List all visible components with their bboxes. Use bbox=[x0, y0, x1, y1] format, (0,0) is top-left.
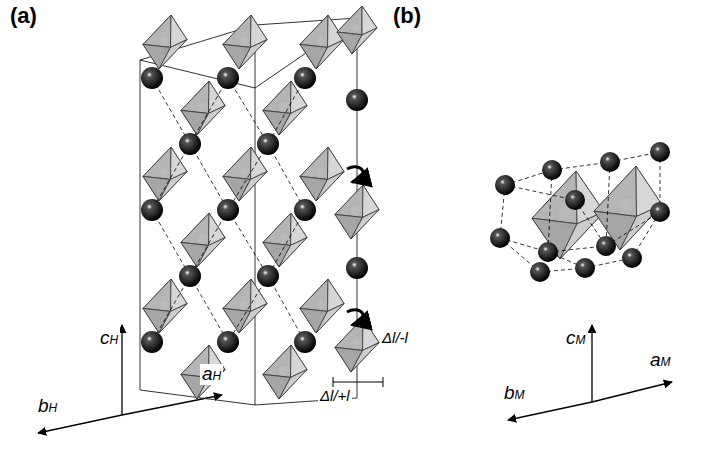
bond-line bbox=[228, 78, 268, 144]
atom bbox=[141, 331, 163, 353]
octahedron bbox=[143, 279, 187, 333]
octahedron bbox=[300, 279, 344, 333]
bond-line bbox=[190, 78, 228, 144]
octahedron bbox=[181, 345, 225, 399]
axis-label: bM bbox=[502, 383, 527, 404]
bond-line bbox=[228, 210, 268, 276]
rotation-arrow bbox=[347, 167, 363, 182]
axis-label: cH bbox=[98, 328, 120, 349]
bond-line bbox=[505, 185, 575, 200]
atom bbox=[650, 202, 670, 222]
atom bbox=[346, 89, 368, 111]
octahedron bbox=[263, 345, 307, 399]
axis-label: cM bbox=[564, 328, 588, 349]
axes bbox=[38, 167, 672, 433]
atom bbox=[179, 133, 201, 155]
octahedron bbox=[300, 147, 344, 201]
atom bbox=[294, 199, 316, 221]
octahedron bbox=[143, 147, 187, 201]
atom bbox=[600, 152, 620, 172]
octahedron bbox=[181, 213, 225, 267]
bond-line bbox=[190, 210, 228, 276]
octahedron bbox=[300, 15, 344, 69]
atom bbox=[530, 262, 550, 282]
bond-line bbox=[190, 276, 228, 342]
bond-line bbox=[548, 170, 552, 252]
bond-line bbox=[228, 144, 268, 210]
cell-line bbox=[255, 25, 256, 405]
bond-line bbox=[152, 210, 190, 276]
axis-arrow bbox=[122, 395, 222, 415]
octahedron bbox=[223, 147, 267, 201]
axis-arrow bbox=[592, 382, 672, 402]
bond-line bbox=[190, 144, 228, 210]
bond-line bbox=[152, 144, 190, 210]
cell-line bbox=[255, 18, 357, 25]
atom bbox=[141, 199, 163, 221]
bond-line bbox=[268, 78, 305, 144]
octahedron bbox=[263, 213, 307, 267]
atom bbox=[217, 331, 239, 353]
distortion-label: Δl/-l bbox=[380, 330, 410, 347]
atom bbox=[257, 133, 279, 155]
axis-arrow bbox=[38, 415, 122, 433]
atom bbox=[495, 175, 515, 195]
atom bbox=[542, 160, 562, 180]
atom bbox=[490, 228, 510, 248]
octahedron bbox=[335, 185, 379, 239]
atom bbox=[622, 248, 642, 268]
atom bbox=[346, 257, 368, 279]
octahedron bbox=[263, 81, 307, 135]
bond-line bbox=[268, 144, 305, 210]
octahedron bbox=[143, 15, 187, 69]
octahedron bbox=[223, 279, 267, 333]
distortion-label: Δl/+l bbox=[318, 388, 352, 405]
unit-cell bbox=[140, 18, 357, 405]
atom bbox=[179, 265, 201, 287]
atom bbox=[538, 242, 558, 262]
atom bbox=[257, 265, 279, 287]
panel-label: (b) bbox=[391, 4, 423, 28]
cell-line bbox=[383, 377, 384, 387]
atom bbox=[294, 331, 316, 353]
atom bbox=[141, 67, 163, 89]
axis-label: aH bbox=[200, 364, 223, 385]
atom bbox=[596, 236, 616, 256]
atom bbox=[565, 190, 585, 210]
axis-arrow bbox=[121, 325, 122, 415]
octahedron bbox=[337, 6, 377, 54]
cell-line bbox=[140, 60, 141, 390]
atom bbox=[575, 258, 595, 278]
octahedra bbox=[143, 6, 662, 399]
cell-line bbox=[333, 382, 383, 383]
bond-line bbox=[268, 276, 305, 342]
bond-lines bbox=[152, 78, 660, 342]
axis-arrow bbox=[508, 402, 592, 420]
bond-line bbox=[228, 276, 268, 342]
atom bbox=[294, 67, 316, 89]
bond-line bbox=[268, 210, 305, 276]
octahedron bbox=[223, 15, 267, 69]
axis-label: bH bbox=[36, 396, 59, 417]
rotation-arrow bbox=[347, 310, 363, 325]
bond-line bbox=[606, 162, 610, 246]
bond-line bbox=[152, 78, 190, 144]
axis-arrow bbox=[591, 325, 592, 402]
axis-label: aM bbox=[648, 350, 673, 371]
bond-line bbox=[152, 276, 190, 342]
atom bbox=[217, 67, 239, 89]
cell-line bbox=[333, 377, 334, 387]
panel-label: (a) bbox=[8, 4, 39, 28]
atom bbox=[217, 199, 239, 221]
octahedron bbox=[335, 318, 379, 372]
atom bbox=[650, 142, 670, 162]
octahedron bbox=[181, 81, 225, 135]
atoms bbox=[141, 67, 670, 353]
